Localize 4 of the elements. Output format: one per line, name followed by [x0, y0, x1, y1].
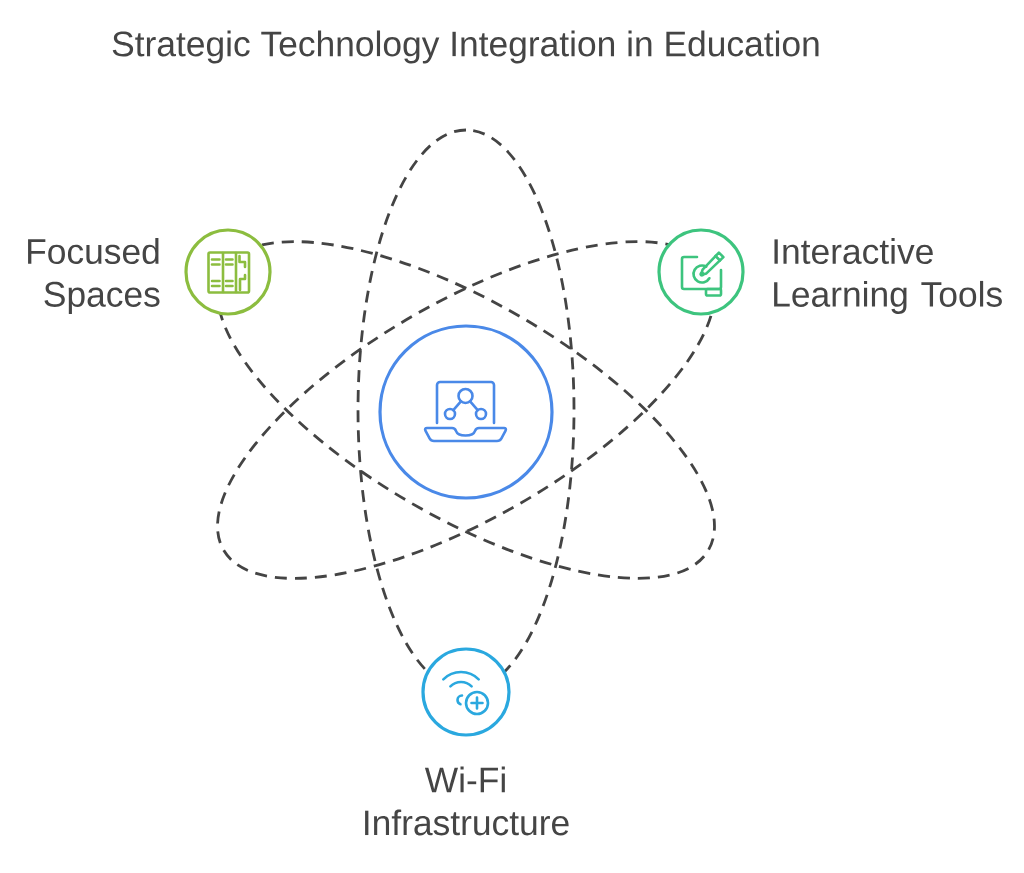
node-label: Wi-Fi Infrastructure [365, 766, 569, 836]
title: Strategic Technology Integration in Education [112, 30, 819, 64]
node-label: Interactive Learning Tools [774, 238, 1002, 314]
node-label: Focused Spaces [28, 238, 160, 314]
